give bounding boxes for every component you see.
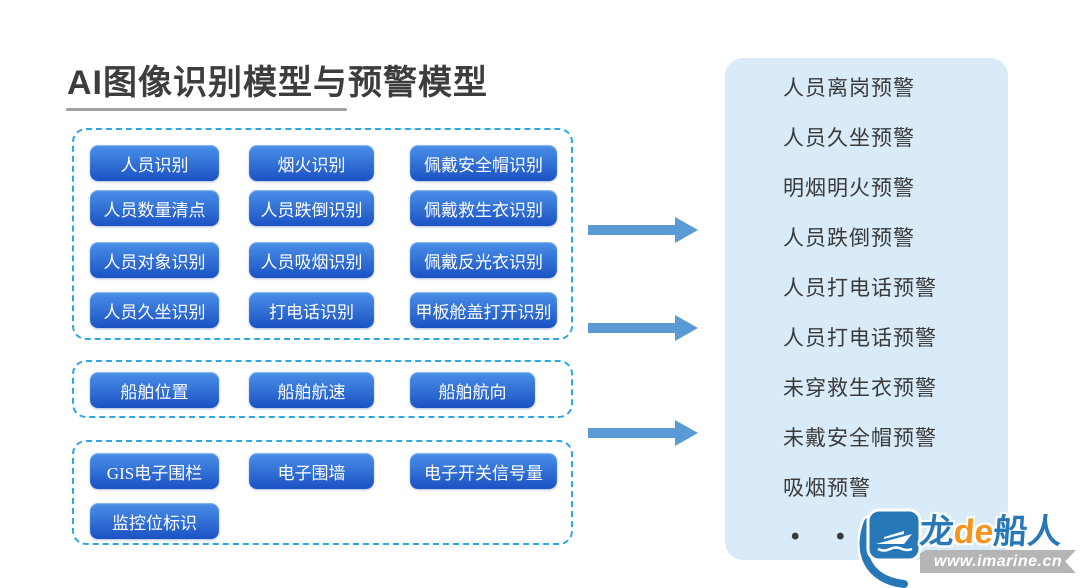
alert-label: 人员打电话预警 bbox=[783, 326, 937, 350]
flow-arrow-icon bbox=[588, 315, 698, 341]
alert-panel: 人员离岗预警 人员久坐预警 明烟明火预警 人员跌倒预警 人员打电话预警 人员打电… bbox=[725, 58, 1008, 560]
model-node: 电子围墙 bbox=[249, 453, 374, 489]
brand-logotype: 龙de船人 bbox=[918, 504, 1063, 553]
model-node: 电子开关信号量 bbox=[410, 453, 557, 489]
group-box-fence-signal: GIS电子围栏 电子围墙 电子开关信号量 监控位标识 bbox=[72, 440, 573, 545]
model-node: 船舶位置 bbox=[90, 372, 219, 408]
model-node: 人员久坐识别 bbox=[90, 292, 219, 328]
model-node: 佩戴救生衣识别 bbox=[410, 190, 557, 226]
model-node: 甲板舱盖打开识别 bbox=[410, 292, 557, 328]
model-node: 人员识别 bbox=[90, 145, 219, 181]
brand-url-ribbon: www.imarine.cn bbox=[920, 550, 1076, 573]
model-node: 人员吸烟识别 bbox=[249, 242, 374, 278]
model-node: 人员对象识别 bbox=[90, 242, 219, 278]
imarine-watermark: 龙de船人 www.imarine.cn bbox=[852, 502, 1080, 588]
model-node: 船舶航向 bbox=[410, 372, 535, 408]
brand-text-blue: 龙 bbox=[918, 513, 956, 551]
group-box-recognition: 人员识别 烟火识别 佩戴安全帽识别 人员数量清点 人员跌倒识别 佩戴救生衣识别 … bbox=[72, 128, 573, 340]
model-node: 佩戴安全帽识别 bbox=[410, 145, 557, 181]
model-node: 船舶航速 bbox=[249, 372, 374, 408]
alert-label: 吸烟预警 bbox=[783, 476, 871, 500]
title-underline bbox=[66, 108, 347, 111]
brand-text-orange: de bbox=[952, 513, 995, 551]
alert-label: 未戴安全帽预警 bbox=[783, 426, 937, 450]
model-node: 人员数量清点 bbox=[90, 190, 219, 226]
imarine-logo-icon bbox=[858, 508, 922, 588]
brand-text-blue: 船人 bbox=[992, 513, 1063, 551]
model-node: 打电话识别 bbox=[249, 292, 374, 328]
page-title: AI图像识别模型与预警模型 bbox=[67, 64, 488, 102]
model-node: 佩戴反光衣识别 bbox=[410, 242, 557, 278]
alert-label: 明烟明火预警 bbox=[783, 176, 915, 200]
alert-label: 未穿救生衣预警 bbox=[783, 376, 937, 400]
model-node: GIS电子围栏 bbox=[90, 453, 219, 489]
alert-label: 人员久坐预警 bbox=[783, 126, 915, 150]
alert-label: 人员跌倒预警 bbox=[783, 226, 915, 250]
model-node: 人员跌倒识别 bbox=[249, 190, 374, 226]
model-node: 烟火识别 bbox=[249, 145, 374, 181]
flow-arrow-icon bbox=[588, 420, 698, 446]
flow-arrow-icon bbox=[588, 217, 698, 243]
model-node: 监控位标识 bbox=[90, 503, 219, 539]
alert-label: 人员打电话预警 bbox=[783, 276, 937, 300]
group-box-ship-data: 船舶位置 船舶航速 船舶航向 bbox=[72, 360, 573, 418]
alert-label: 人员离岗预警 bbox=[783, 76, 915, 100]
